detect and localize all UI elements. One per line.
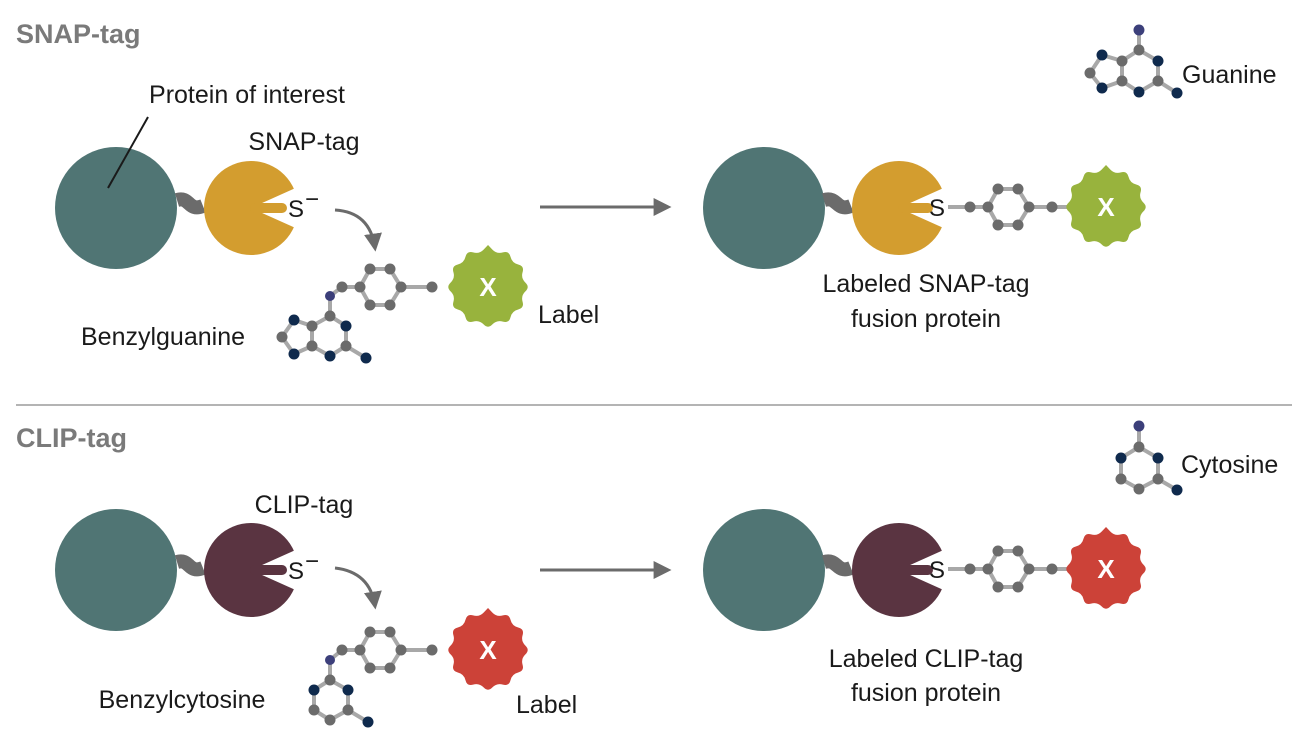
snap-protein-pointer [107, 116, 149, 189]
cytosine-structure [1115, 420, 1183, 496]
snap-section: SNAP-tag S − Protein of interest SNAP-ta… [16, 19, 1277, 364]
clip-attack-arrow [334, 566, 382, 610]
snap-substrate-benzylguanine [276, 263, 438, 364]
snap-product-tag [852, 161, 948, 255]
clip-tag-label: CLIP-tag [255, 491, 354, 519]
snap-product-protein [703, 147, 825, 269]
clip-section-header: CLIP-tag [16, 423, 127, 453]
clip-section: CLIP-tag S − CLIP-tag [16, 420, 1278, 728]
guanine-label: Guanine [1182, 61, 1277, 89]
snap-reactant-complex: S − Protein of interest SNAP-tag [55, 81, 382, 269]
snap-product-label-symbol: X [1097, 192, 1115, 222]
clip-product-tag [852, 523, 948, 617]
snap-protein-label: Protein of interest [149, 81, 345, 109]
clip-product-thio: S [929, 557, 945, 584]
clip-substrate-label: Benzylcytosine [99, 686, 266, 714]
clip-label-text: Label [516, 691, 577, 719]
clip-label-symbol: X [479, 635, 497, 665]
snap-tag-label: SNAP-tag [248, 128, 359, 156]
snap-thiolate-symbol: S [288, 196, 304, 223]
clip-product-label-star: X [1066, 527, 1146, 609]
snap-protein-of-interest [55, 147, 177, 269]
snap-thiolate-charge: − [305, 186, 319, 213]
clip-protein-of-interest [55, 509, 177, 631]
clip-product-label-line2: fusion protein [851, 679, 1001, 707]
snap-label-text: Label [538, 301, 599, 329]
clip-substrate-benzylcytosine [308, 626, 438, 728]
snap-product-label-line2: fusion protein [851, 305, 1001, 333]
guanine-structure [1084, 24, 1183, 99]
clip-product-protein [703, 509, 825, 631]
snap-product-complex: S X Labeled SNAP-tag fusion protein [703, 147, 1146, 333]
clip-reactant-complex: S − CLIP-tag [55, 491, 382, 631]
snap-product-label-line1: Labeled SNAP-tag [822, 270, 1029, 298]
clip-thiolate-charge: − [305, 548, 319, 575]
clip-label-star: X [448, 608, 528, 690]
snap-linker [174, 192, 206, 215]
clip-product-complex: S X Labeled CLIP-tag fusion protein [703, 509, 1146, 707]
snap-product-thio: S [929, 195, 945, 222]
snap-tag-shape [204, 161, 300, 255]
clip-product-label-symbol: X [1097, 554, 1115, 584]
snap-product-label-star: X [1066, 165, 1146, 247]
clip-product-label-line1: Labeled CLIP-tag [829, 645, 1024, 673]
clip-linker [174, 554, 206, 577]
snap-label-symbol: X [479, 272, 497, 302]
snap-label-star: X [448, 245, 528, 327]
snap-section-header: SNAP-tag [16, 19, 141, 49]
snap-attack-arrow [334, 208, 382, 252]
snap-substrate-label: Benzylguanine [81, 323, 245, 351]
clip-tag-shape [204, 523, 300, 617]
cytosine-label: Cytosine [1181, 451, 1278, 479]
clip-thiolate-symbol: S [288, 558, 304, 585]
